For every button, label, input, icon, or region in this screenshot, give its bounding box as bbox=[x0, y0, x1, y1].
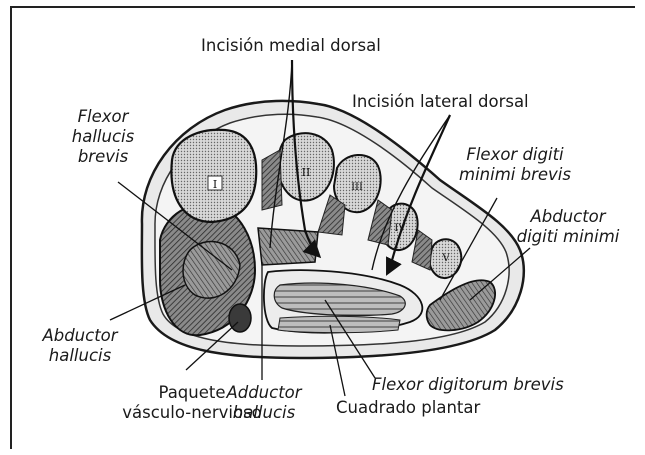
bone-label-i: I bbox=[213, 178, 217, 191]
incision-lateral-label: Incisión lateral dorsal bbox=[352, 92, 529, 112]
flexor-digitorum-brevis-label: Flexor digitorum brevis bbox=[372, 375, 564, 395]
interosseous-muscle-1 bbox=[262, 150, 282, 210]
bone-label-v: V bbox=[441, 253, 450, 264]
adductor-hallucis-label: Adductor hallucis bbox=[224, 383, 304, 423]
bone-label-ii: II bbox=[302, 166, 311, 179]
abductor-digiti-minimi-label: Abductor digiti minimi bbox=[508, 207, 628, 247]
quadratus-plantae-muscle bbox=[278, 316, 400, 332]
abductor-hallucis-label: Abductor hallucis bbox=[40, 326, 120, 366]
bone-label-iii: III bbox=[351, 182, 363, 193]
cuadrado-plantar-label: Cuadrado plantar bbox=[336, 398, 480, 418]
incision-medial-label: Incisión medial dorsal bbox=[201, 36, 381, 56]
flexor-digiti-minimi-brevis-label: Flexor digiti minimi brevis bbox=[455, 145, 575, 185]
flexor-hallucis-brevis-label: Flexor hallucis brevis bbox=[68, 107, 138, 167]
adductor-hallucis-muscle bbox=[258, 228, 318, 265]
